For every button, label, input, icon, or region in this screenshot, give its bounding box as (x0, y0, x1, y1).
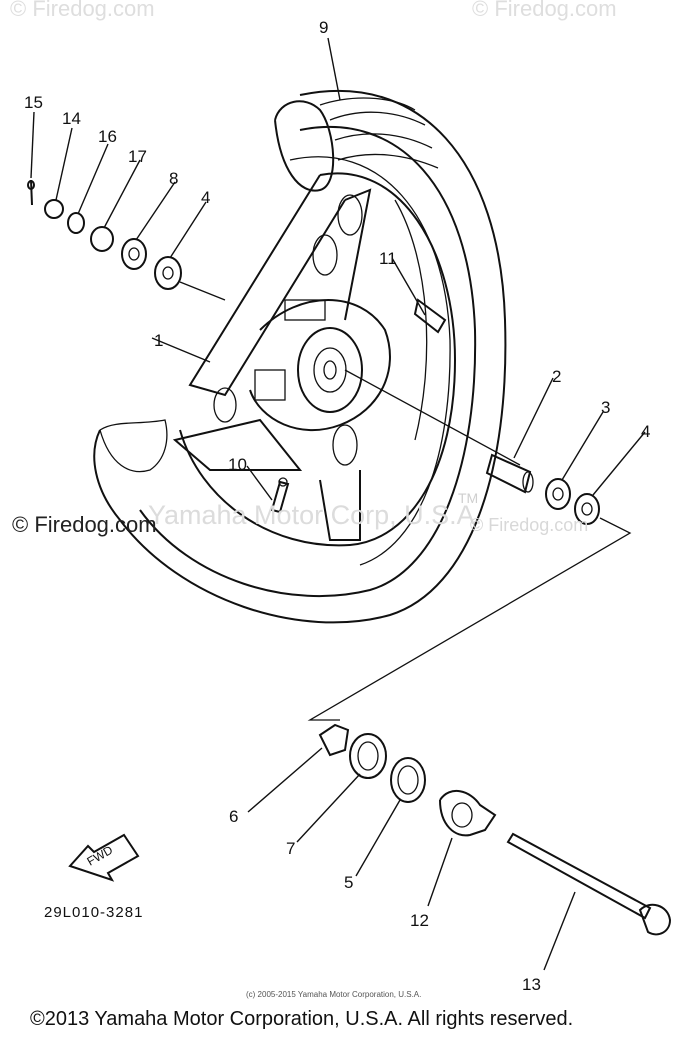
left-parts (27, 179, 226, 301)
diagram-code: 29L010-3281 (44, 904, 144, 921)
copyright-small: (c) 2005-2015 Yamaha Motor Corporation, … (246, 990, 422, 999)
fwd-arrow: FWD (68, 833, 140, 882)
part-label-7: 7 (286, 839, 295, 858)
part-label-6: 6 (229, 807, 238, 826)
watermark-top-left: © Firedog.com (10, 0, 155, 21)
part-label-11: 11 (379, 249, 397, 268)
part-label-5: 5 (344, 873, 353, 892)
watermark-right: © Firedog.com (470, 515, 589, 535)
oil-seal-4 (574, 493, 600, 525)
part-label-10: 10 (228, 455, 247, 474)
watermark-left: © Firedog.com (12, 512, 157, 537)
lower-parts (318, 723, 672, 936)
part-label-15: 15 (24, 93, 43, 112)
collar (485, 453, 534, 494)
part-label-14: 14 (62, 109, 81, 128)
part-label-8: 8 (169, 169, 178, 188)
part-label-2: 2 (552, 367, 561, 386)
tire (93, 89, 507, 624)
part-label-4-left: 4 (201, 188, 210, 207)
watermark-trademark: TM (458, 490, 479, 506)
part-label-1: 1 (154, 331, 163, 350)
watermark-top-right: © Firedog.com (472, 0, 617, 21)
part-label-16: 16 (98, 127, 117, 146)
copyright-main: ©2013 Yamaha Motor Corporation, U.S.A. A… (30, 1008, 574, 1030)
watermark-middle: Yamaha Motor Corp, U.S.A. (148, 500, 483, 530)
balance-weight (413, 298, 447, 334)
callout-lines (30, 37, 646, 971)
valve (270, 477, 290, 514)
part-label-13: 13 (522, 975, 541, 994)
part-label-9: 9 (319, 18, 328, 37)
rim (172, 172, 457, 547)
part-label-4-right: 4 (641, 422, 650, 441)
hub (249, 299, 391, 431)
bearing-3 (545, 478, 571, 510)
part-label-3: 3 (601, 398, 610, 417)
reference-line (307, 517, 632, 721)
part-label-12: 12 (410, 911, 429, 930)
part-label-17: 17 (128, 147, 147, 166)
